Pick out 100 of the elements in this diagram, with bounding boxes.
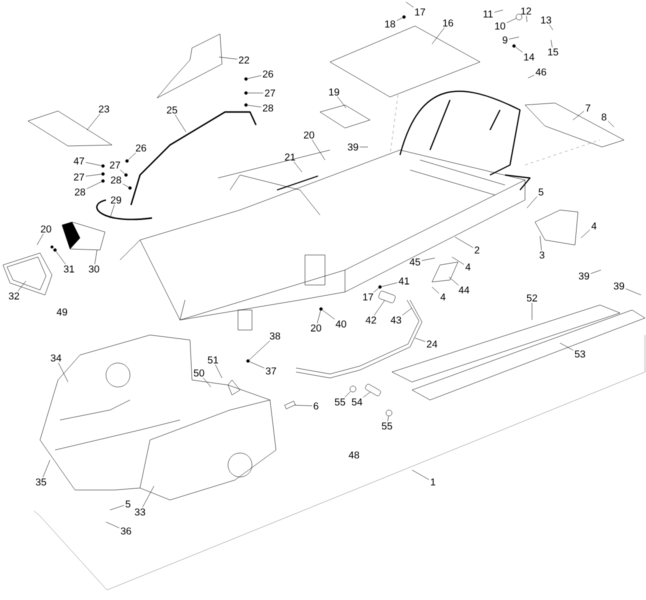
- leader-line: [36, 234, 44, 246]
- leader-line: [86, 114, 100, 130]
- leader-line: [360, 146, 368, 148]
- callout-number: 33: [134, 508, 146, 516]
- callout-number: 3: [540, 251, 544, 259]
- leader-line: [249, 361, 264, 368]
- callout-number: 48: [348, 451, 360, 459]
- callout-number: 10: [495, 22, 506, 30]
- callout-number: 35: [36, 478, 46, 486]
- leader-line: [86, 182, 102, 189]
- callout-number: 2: [474, 246, 480, 254]
- leader-line: [381, 282, 398, 287]
- callout-number: 38: [270, 332, 280, 340]
- callout-number: 45: [410, 258, 420, 266]
- callout-number: 18: [385, 20, 396, 28]
- callout-number: 49: [56, 308, 68, 316]
- callout-number: 27: [110, 162, 120, 168]
- callout-number: 32: [8, 292, 20, 300]
- callout-number: 21: [284, 154, 296, 160]
- leader-line: [590, 270, 602, 274]
- leader-line: [312, 140, 326, 160]
- callout-number: 28: [110, 176, 122, 184]
- leader-line: [608, 120, 614, 128]
- leader-line: [515, 46, 523, 53]
- callout-number: 28: [262, 104, 274, 112]
- callout-number: 29: [110, 196, 122, 204]
- callout-number: 39: [578, 272, 590, 280]
- callout-number: 46: [536, 68, 546, 76]
- callout-number: 39: [614, 282, 624, 290]
- leader-line: [128, 152, 136, 160]
- callout-number: 11: [484, 10, 493, 18]
- callout-number: 31: [64, 265, 74, 273]
- leader-line: [580, 229, 590, 238]
- leader-line: [550, 40, 552, 48]
- callout-number: 12: [521, 8, 532, 14]
- leader-line: [58, 362, 68, 382]
- callout-number: 6: [314, 402, 318, 410]
- callout-number: 14: [524, 54, 534, 60]
- leader-line: [248, 92, 264, 94]
- callout-number: 54: [352, 398, 362, 406]
- callout-number: 4: [440, 294, 446, 300]
- callout-number: 4: [591, 222, 596, 230]
- leader-line: [218, 56, 238, 60]
- callout-number: 13: [541, 16, 552, 24]
- callout-number: 27: [264, 90, 276, 96]
- leader-line: [337, 96, 346, 108]
- leader-line: [508, 36, 520, 40]
- callout-number: 51: [208, 356, 218, 364]
- leader-line: [560, 342, 574, 350]
- callout-number: 4: [465, 264, 470, 270]
- leader-line: [454, 236, 474, 248]
- leader-line: [540, 236, 542, 250]
- callout-number: 53: [574, 350, 586, 358]
- leader-line: [18, 280, 26, 292]
- callout-number: 16: [443, 19, 454, 27]
- leader-line: [448, 276, 459, 286]
- callout-number: 1: [431, 478, 436, 486]
- leader-line: [215, 364, 222, 378]
- bumper-pad: [378, 290, 396, 304]
- leader-line: [526, 16, 528, 22]
- callout-number: 20: [310, 324, 322, 332]
- callout-number: 27: [74, 174, 84, 180]
- callout-number: 55: [334, 398, 346, 406]
- leader-line: [388, 416, 389, 422]
- callout-number: 52: [526, 294, 538, 302]
- leader-line: [106, 522, 120, 528]
- leader-line: [572, 110, 584, 120]
- leader-line: [110, 204, 115, 218]
- callout-number: 15: [548, 48, 558, 56]
- leader-line: [247, 75, 262, 79]
- leader-line: [110, 505, 124, 510]
- callout-number: 5: [538, 188, 544, 196]
- callout-number: 55: [382, 422, 392, 430]
- callout-number: 28: [74, 188, 86, 196]
- callout-number: 30: [88, 265, 100, 273]
- callout-number: 19: [329, 88, 340, 96]
- leader-line: [294, 404, 312, 406]
- leader-line: [42, 460, 50, 478]
- callout-number: 25: [166, 106, 178, 114]
- leader-line: [56, 251, 66, 264]
- leader-line: [86, 162, 102, 166]
- callout-number: 20: [304, 131, 314, 139]
- callout-number: 42: [366, 316, 376, 324]
- leader-line: [294, 162, 302, 172]
- leader-line: [344, 391, 351, 398]
- leader-line: [402, 308, 412, 316]
- leader-line: [422, 258, 436, 261]
- pin-part: [365, 384, 381, 396]
- callout-number: 5: [126, 500, 130, 508]
- leader-line: [432, 286, 440, 294]
- leader-line: [86, 174, 102, 176]
- leader-line: [406, 2, 414, 8]
- callout-number: 40: [336, 320, 346, 328]
- leader-line: [432, 28, 445, 44]
- callout-number: 34: [50, 354, 62, 362]
- leader-line: [396, 18, 403, 21]
- callout-number: 26: [262, 70, 274, 78]
- leader-line: [494, 10, 504, 12]
- callout-number: 37: [266, 367, 276, 375]
- callout-number: 17: [415, 8, 426, 16]
